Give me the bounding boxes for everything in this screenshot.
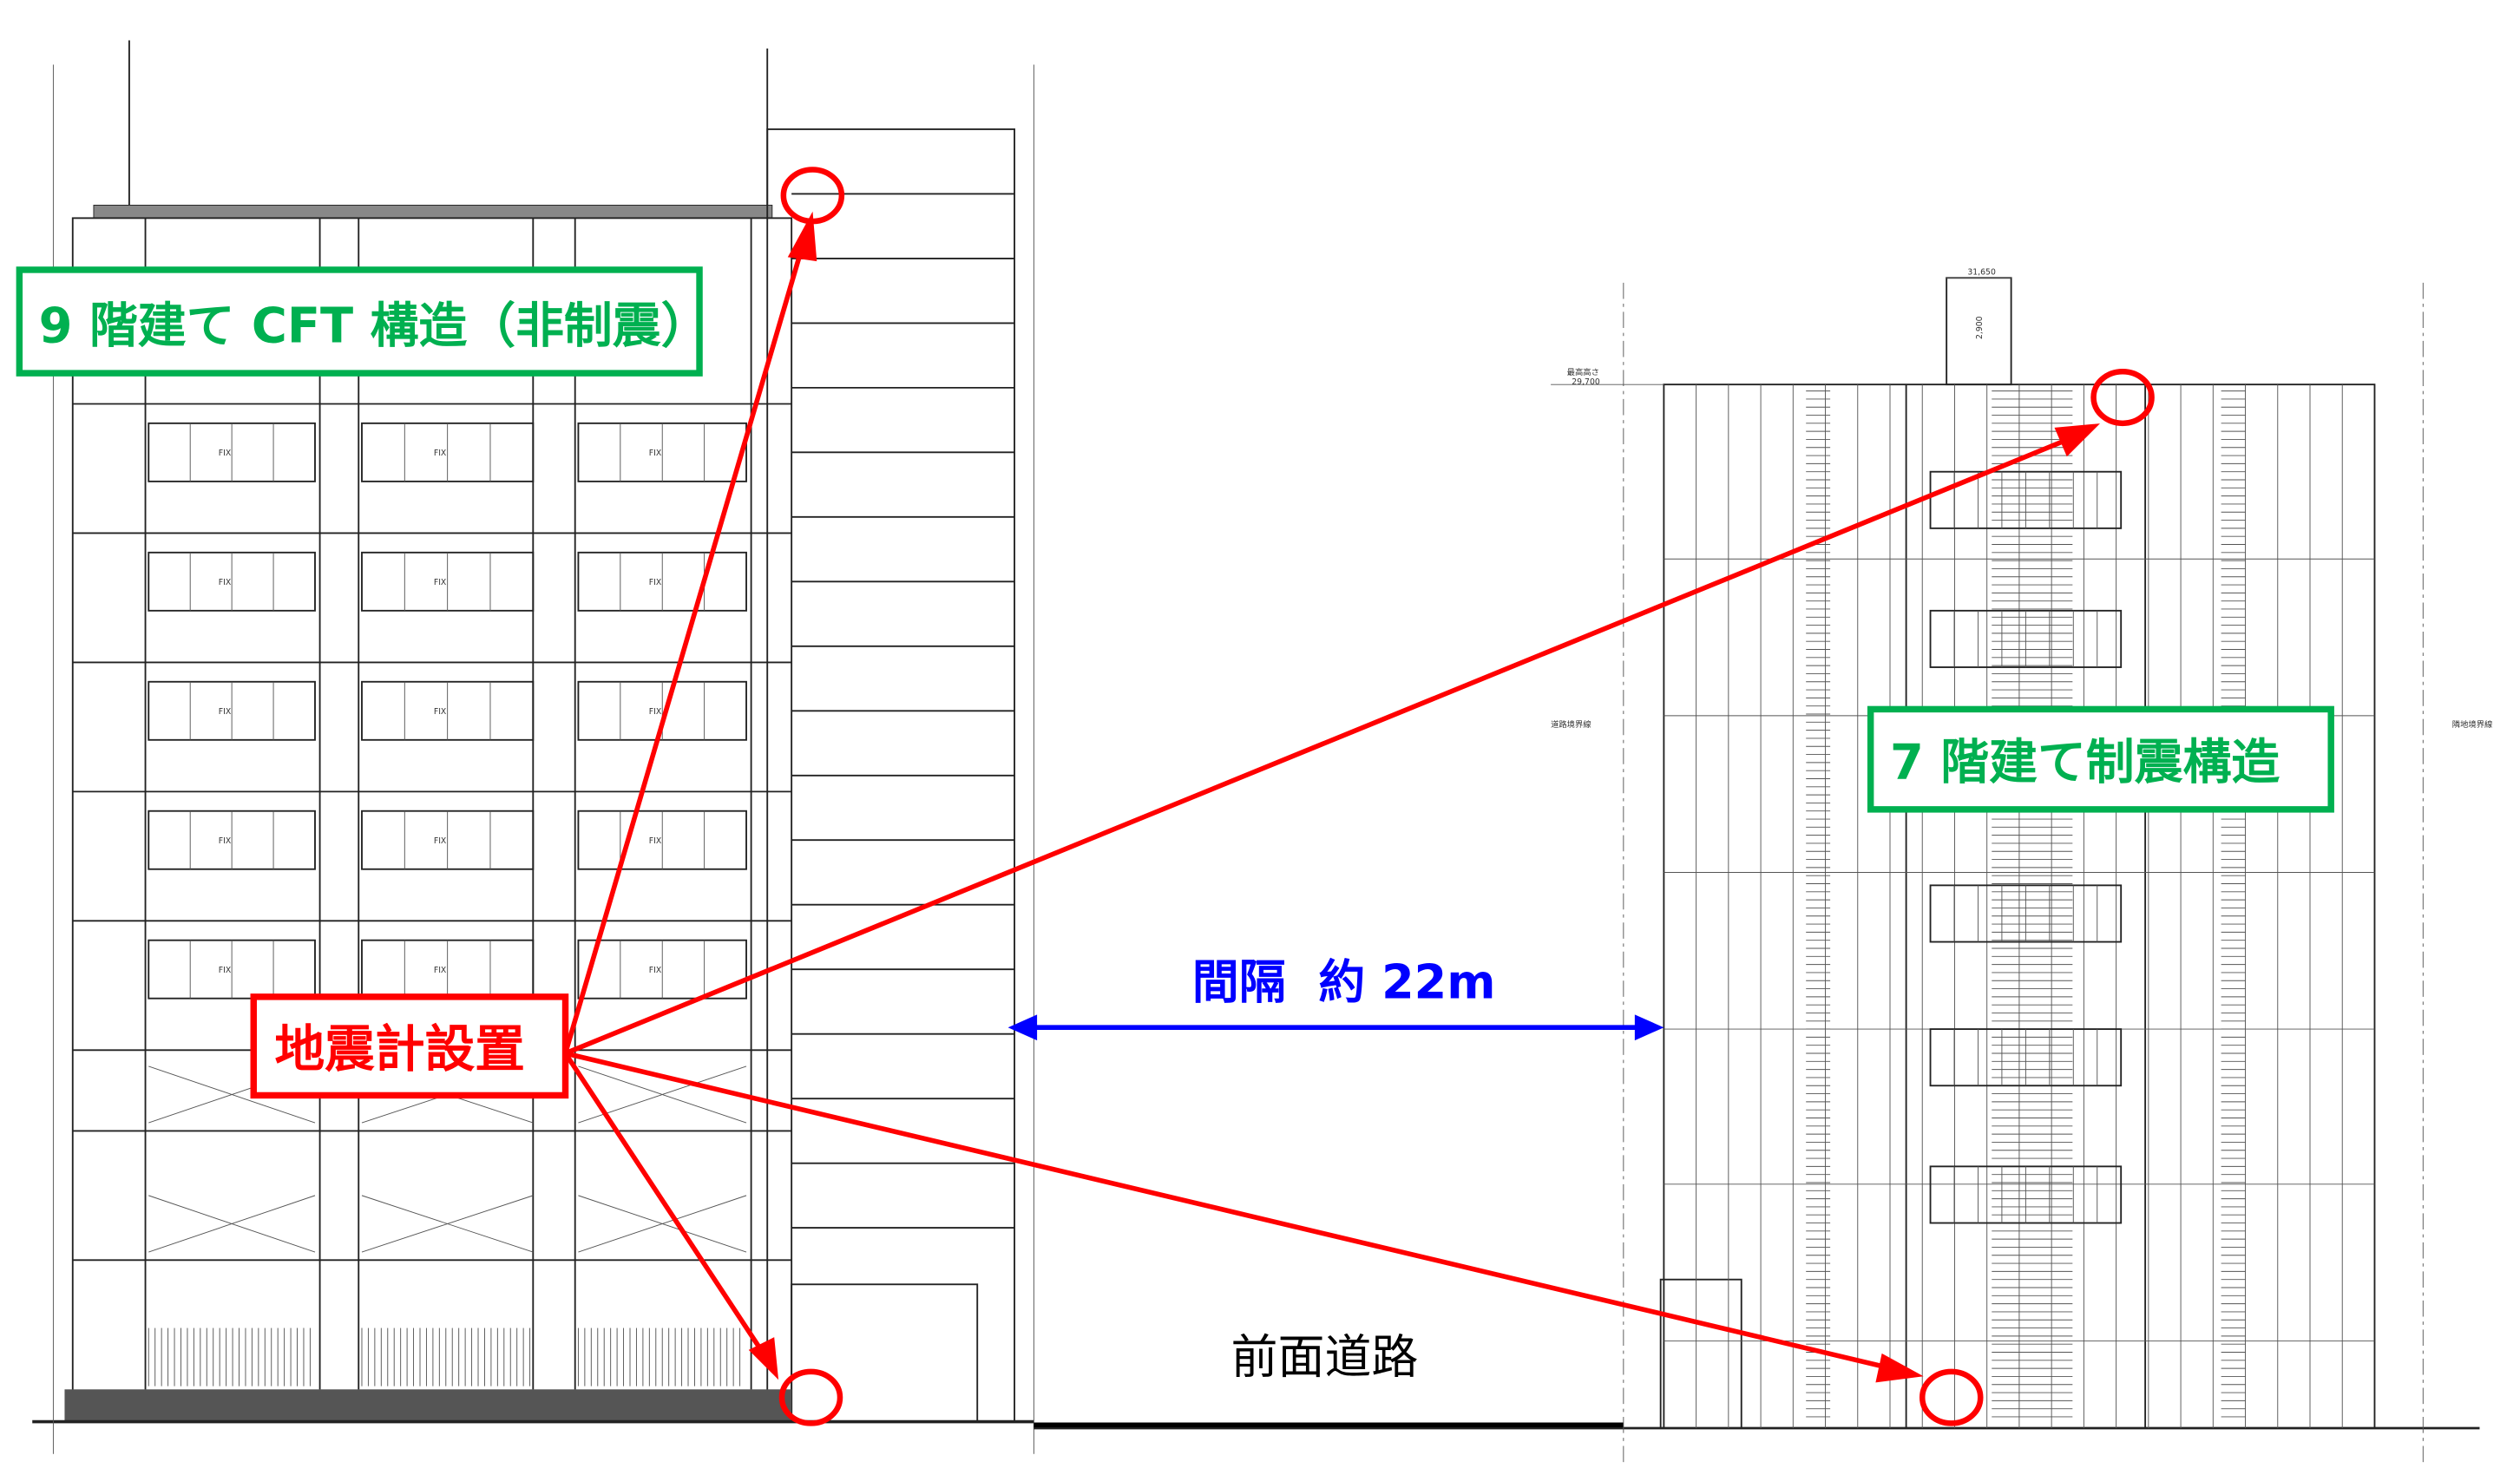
max-height-label: 最高高さ: [1567, 367, 1599, 377]
right-building-label-box: 7 階建て制震構造: [1867, 705, 2334, 813]
window-fix-tag: FIX: [649, 449, 662, 458]
window-fix-tag: FIX: [649, 707, 662, 717]
window-fix-tag: FIX: [434, 707, 447, 717]
window-fix-tag: FIX: [649, 836, 662, 846]
right-building-elevation: 最高高さ 29,700 31,650 2,900 道路境界線 隣地境界線: [1034, 268, 2492, 1463]
sensor-arrows: [562, 211, 2100, 1383]
window-fix-tag: FIX: [649, 578, 662, 587]
window-fix-tag: FIX: [434, 966, 447, 975]
window-fix-tag: FIX: [434, 836, 447, 846]
window-fix-tag: FIX: [219, 707, 232, 717]
sensor-circle-right-bottom: [1919, 1368, 1984, 1426]
window-fix-tag: FIX: [649, 966, 662, 975]
window-fix-tag: FIX: [219, 966, 232, 975]
sensor-circle-right-top: [2090, 369, 2155, 427]
neighbor-boundary-label: 隣地境界線: [2452, 719, 2492, 730]
brace: [578, 1195, 747, 1253]
roof-dim: 29,700: [1572, 377, 1600, 387]
window-fix-tag: FIX: [434, 449, 447, 458]
sensor-label-box: 地震計設置: [250, 993, 569, 1099]
left-building-windows: FIX FIX FIX FIX FIX FIX FIX FIX FIX FIX FIX FIX FIX F…: [148, 422, 747, 1386]
sensor-location-circles: [778, 167, 2155, 1426]
top-dim: 31,650: [1967, 268, 1996, 278]
parapet-dim: 2,900: [1975, 316, 1985, 339]
window-fix-tag: FIX: [219, 836, 232, 846]
left-building-label: 9 階建て CFT 構造（非制震）: [39, 298, 710, 355]
window-fix-tag: FIX: [434, 578, 447, 587]
spacing-arrow: [1007, 1014, 1664, 1041]
right-building-windows: [1806, 390, 2246, 1418]
left-building-label-box: 9 階建て CFT 構造（非制震）: [16, 266, 710, 377]
road-label: 前面道路: [1230, 1330, 1418, 1385]
spacing-label: 間隔 約 22m: [1192, 955, 1496, 1010]
window-fix-tag: FIX: [219, 449, 232, 458]
sensor-label: 地震計設置: [274, 1019, 524, 1078]
right-building-label: 7 階建て制震構造: [1890, 734, 2280, 790]
sensor-circle-left-top: [780, 167, 845, 225]
road-boundary-label: 道路境界線: [1551, 719, 1591, 730]
brace: [148, 1195, 316, 1253]
sensor-circle-left-bottom: [778, 1368, 843, 1426]
left-building-elevation: [32, 40, 1034, 1454]
window-fix-tag: FIX: [219, 578, 232, 587]
brace: [361, 1195, 534, 1253]
